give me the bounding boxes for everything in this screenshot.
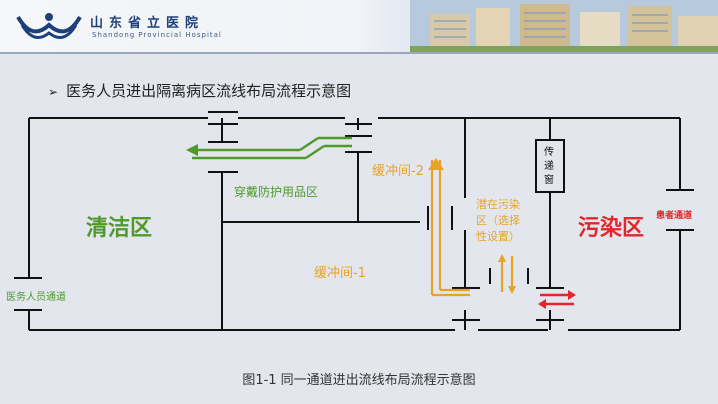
doors	[14, 111, 694, 321]
semi-contaminated-label-line2: 区（选择	[476, 214, 520, 227]
bullet-arrow-icon: ➢	[48, 85, 59, 99]
hospital-name: 山东省立医院	[90, 16, 205, 31]
header-divider	[0, 52, 718, 54]
semi-contaminated-label-line1: 潜在污染	[476, 198, 520, 211]
slide-title: ➢医务人员进出隔离病区流线布局流程示意图	[48, 82, 352, 100]
green-flow-arrows	[186, 136, 352, 160]
buffer-2-label: 缓冲间-2	[372, 164, 424, 179]
buffer-1-label: 缓冲间-1	[314, 266, 366, 281]
red-flow-arrows	[538, 290, 576, 309]
patient-passage-label: 患者通道	[656, 211, 693, 221]
pass-window-label-3: 窗	[544, 175, 554, 186]
clean-zone-label: 清洁区	[86, 216, 153, 241]
walls	[28, 117, 681, 331]
pass-window-label-2: 递	[544, 161, 554, 172]
semi-contaminated-label-line3: 性设置）	[476, 230, 520, 243]
contaminated-zone-label: 污染区	[578, 216, 645, 241]
hospital-buildings-image	[410, 0, 718, 52]
hospital-name-en: Shandong Provincial Hospital	[92, 31, 222, 39]
hospital-logo	[16, 13, 82, 39]
figure-caption: 图1-1 同一通道进出流线布局流程示意图	[242, 373, 476, 388]
ppe-area-label: 穿戴防护用品区	[234, 185, 319, 199]
header-banner: 山东省立医院 Shandong Provincial Hospital	[0, 0, 718, 52]
orange-flow-arrows	[428, 158, 516, 297]
staff-passage-label: 医务人员通道	[6, 292, 66, 303]
pass-window-label-1: 传	[544, 147, 554, 158]
